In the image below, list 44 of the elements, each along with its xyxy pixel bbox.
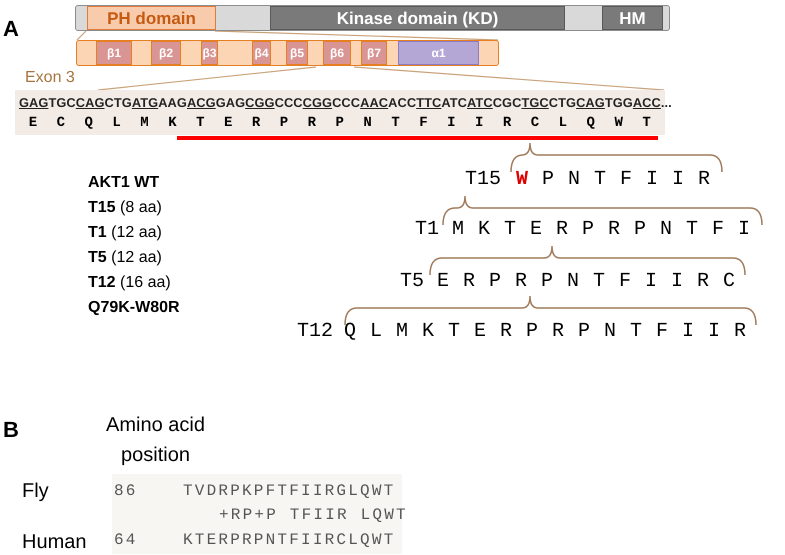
peptide-sequence: W P N T F I I R [514, 168, 711, 192]
peptide-name: T5 [400, 270, 424, 294]
column-heading: Amino acid position [105, 413, 206, 468]
panel-letter: B [3, 416, 19, 444]
peptide-name: T15 [465, 168, 502, 192]
list-item: AKT1 WT [88, 173, 160, 193]
structure-element: β6 [323, 41, 351, 65]
list-item: Q79K-W80R [88, 298, 180, 318]
exon-label: Exon 3 [25, 68, 75, 88]
species-label: Human [22, 530, 86, 555]
zoom-line [76, 30, 86, 40]
dna-sequence: GAGTGCCAGCTGATGAAGACGGAGCGGCCCCGGCCCAACACCTTCATCATCCGCTGCCTGCAGTGGACC... [19, 94, 672, 112]
domain-box: Kinase domain (KD) [270, 6, 565, 30]
structure-element: β1 [96, 41, 132, 65]
peptide-sequence: E R P R P N T F I I R C [436, 270, 736, 294]
peptide-name: T1 [415, 218, 440, 242]
segment-bar [75, 5, 670, 31]
panel-letter: A [3, 15, 19, 43]
structure-element: β2 [151, 41, 181, 65]
amino-acid-sequence: E C Q L M K T E R P R P N T F I I R C L Q W T [28, 114, 652, 132]
alignment-sequence: KTERPRPNTFIIRCLQWT [183, 530, 396, 550]
segment-bar [76, 40, 499, 66]
zoom-line [354, 66, 664, 91]
position-number: 86 [114, 481, 138, 501]
zoom-line [214, 30, 498, 41]
domain-box: HM [602, 6, 663, 30]
structure-element: β7 [361, 41, 387, 65]
structure-element: β5 [286, 41, 308, 65]
list-item: T5 (12 aa) [88, 248, 162, 268]
domain-box: PH domain [87, 6, 216, 30]
alignment-consensus: +RP+P TFIIR LQWT [219, 505, 408, 525]
list-item: T12 (16 aa) [88, 273, 171, 293]
alignment-sequence: TVDRPKPFTFIIRGLQWT [183, 481, 396, 501]
peptide-sequence: Q L M K T E R P R P N T F I I R [342, 320, 747, 344]
position-number: 64 [114, 530, 138, 550]
structure-element: β4 [252, 41, 271, 65]
list-item: T15 (8 aa) [88, 198, 162, 218]
species-label: Fly [22, 479, 49, 504]
structure-element: β3 [201, 41, 218, 65]
list-item: T1 (12 aa) [88, 223, 162, 243]
peptide-name: T12 [297, 320, 334, 344]
peptide-sequence: M K T E R P R P N T F I [450, 218, 751, 242]
structure-element: α1 [398, 41, 479, 65]
zoom-line [98, 66, 316, 91]
